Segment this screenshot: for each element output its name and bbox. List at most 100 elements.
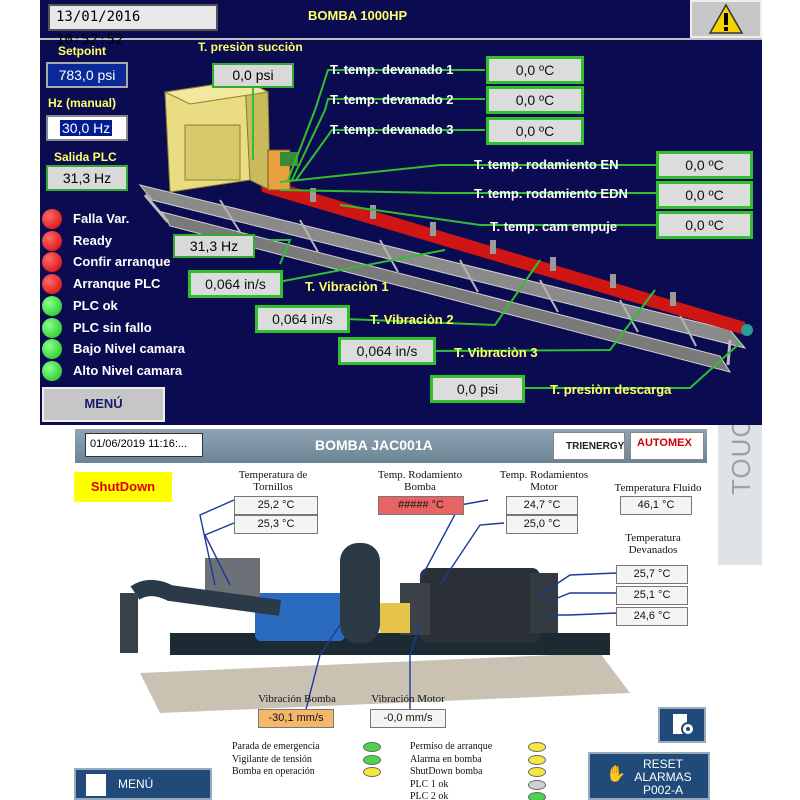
status-row: Bomba en operación [232, 766, 393, 778]
status-label: Bajo Nivel camara [73, 341, 186, 357]
status-label: Vigilante de tensión [232, 753, 312, 765]
top-title: BOMBA 1000HP [308, 8, 408, 23]
reset-label-2: ALARMAS [634, 770, 692, 784]
motor-vibration-label: Vibración Motor [371, 693, 445, 705]
top-status-row: Arranque PLC [42, 274, 212, 295]
vibration1-label: T. Vibraciòn 1 [305, 279, 389, 294]
top-status-row: Ready [42, 230, 212, 251]
status-row: Parada de emergencia [232, 741, 393, 753]
status-label: Alto Nivel camara [73, 362, 183, 378]
top-status-row: Alto Nivel camara [42, 360, 212, 381]
winding-temp-value-1: 25,7 °C [616, 565, 688, 584]
warning-icon [708, 3, 744, 34]
suction-pressure-label: T. presiòn succiòn [198, 40, 303, 54]
bearing-edn-value: 0,0 ºC [656, 181, 753, 209]
top-datetime: 13/01/2016 10:52:52 [48, 4, 218, 48]
thrust-chamber-value: 0,0 ºC [656, 211, 753, 239]
status-row: Alarma en bomba [410, 754, 558, 766]
winding-temp-value-2: 25,1 °C [616, 586, 688, 605]
bottom-datetime: 01/06/2019 11:16:... [85, 433, 203, 457]
trienergy-logo-text: TRIENERGY [566, 441, 625, 452]
winding1-value: 0,0 ºC [486, 56, 584, 84]
reset-label-1: RESET [642, 757, 683, 771]
automex-logo-text: AUTOMEX [637, 437, 692, 449]
status-label: Ready [73, 232, 113, 248]
top-status-row: PLC ok [42, 295, 212, 316]
status-led [42, 252, 62, 273]
status-row: PLC 1 ok [410, 779, 558, 791]
screw-temp-label: Temperatura de Tornillos [238, 469, 308, 493]
hz-manual-input[interactable]: 30,0 Hz [46, 115, 128, 141]
status-label: PLC 2 ok [410, 791, 449, 800]
screw-temp-value-1: 25,2 °C [234, 496, 318, 515]
bearing-edn-label: T. temp. rodamiento EDN [474, 186, 628, 201]
status-label: Confir arranque [73, 254, 171, 270]
status-led [42, 274, 62, 295]
hz-manual-label: Hz (manual) [48, 96, 117, 110]
status-label: Bomba en operación [232, 766, 315, 778]
shutdown-indicator: ShutDown [74, 472, 172, 502]
winding3-value: 0,0 ºC [486, 117, 584, 145]
suction-pressure-value: 0,0 psi [212, 63, 294, 88]
top-menu-button[interactable]: MENÚ [42, 387, 165, 422]
top-status-row: PLC sin fallo [42, 317, 212, 338]
touch-brand-text: TOUCH [726, 425, 756, 495]
top-status-row: Falla Var. [42, 209, 212, 229]
vibration2-label: T. Vibraciòn 2 [370, 312, 454, 327]
vibration1-value: 0,064 in/s [188, 270, 283, 298]
status-led [42, 295, 62, 316]
settings-button[interactable] [658, 707, 706, 743]
status-label: PLC ok [73, 297, 118, 313]
bottom-menu-button[interactable]: MENÚ [74, 768, 212, 800]
winding3-label: T. temp. devanado 3 [330, 122, 454, 137]
top-hmi-panel: 13/01/2016 10:52:52 BOMBA 1000HP [40, 0, 762, 425]
pump-bearing-temp-value: ##### °C [378, 496, 464, 515]
status-label: Alarma en bomba [410, 753, 482, 765]
status-indicator [528, 779, 546, 790]
thrust-chamber-label: T. temp. cam empuje [490, 219, 618, 234]
bearing-en-value: 0,0 ºC [656, 151, 753, 179]
motor-bearing-temp-value-2: 25,0 °C [506, 515, 578, 534]
winding-temp-label: Temperatura Devanados [625, 532, 681, 556]
status-indicator [528, 754, 546, 765]
status-led [42, 360, 62, 381]
warning-button[interactable] [690, 0, 762, 38]
winding-temp-value-3: 24,6 °C [616, 607, 688, 626]
reset-label-3: P002-A [642, 783, 684, 797]
status-row: ShutDown bomba [410, 766, 558, 778]
status-indicator [363, 742, 381, 752]
reset-alarms-button[interactable]: ✋ RESET ALARMAS P002-A [588, 752, 710, 800]
status-row: Vigilante de tensión [232, 754, 393, 766]
status-label: PLC sin fallo [73, 319, 152, 335]
screw-temp-value-2: 25,3 °C [234, 515, 318, 534]
pump-bearing-temp-label: Temp. Rodamiento Bomba [377, 469, 463, 493]
pump-vibration-label: Vibración Bomba [258, 693, 336, 705]
hand-icon: ✋ [606, 766, 626, 783]
trienergy-logo: TRIENERGY [553, 432, 625, 460]
winding2-value: 0,0 ºC [486, 86, 584, 114]
salida-plc-display: 31,3 Hz [46, 165, 128, 191]
status-indicator [528, 792, 546, 800]
status-label: Permiso de arranque [410, 741, 493, 752]
status-row: Permiso de arranque [410, 741, 558, 753]
pump-vibration-value: -30,1 mm/s [258, 709, 334, 728]
menu-document-icon [86, 774, 106, 796]
hz-manual-value: 30,0 Hz [60, 120, 113, 136]
winding2-label: T. temp. devanado 2 [330, 92, 454, 107]
bottom-hmi-panel: 01/06/2019 11:16:... BOMBA JAC001A TRIEN… [40, 425, 762, 800]
motor-vibration-value: -0,0 mm/s [370, 709, 446, 728]
winding1-label: T. temp. devanado 1 [330, 62, 454, 77]
setpoint-label: Setpoint [58, 44, 106, 58]
status-label: Arranque PLC [73, 276, 161, 292]
vibration3-label: T. Vibraciòn 3 [454, 345, 538, 360]
salida-plc-label: Salida PLC [54, 150, 117, 164]
status-indicator [528, 742, 546, 752]
status-indicator [528, 767, 546, 778]
setpoint-display[interactable]: 783,0 psi [46, 62, 128, 88]
vibration2-value: 0,064 in/s [255, 305, 350, 333]
status-row: PLC 2 ok [410, 791, 558, 800]
discharge-pressure-label: T. presiòn descarga [550, 382, 672, 397]
status-label: PLC 1 ok [410, 778, 449, 790]
automex-logo: AUTOMEX [630, 432, 704, 460]
vibration3-value: 0,064 in/s [338, 337, 436, 365]
